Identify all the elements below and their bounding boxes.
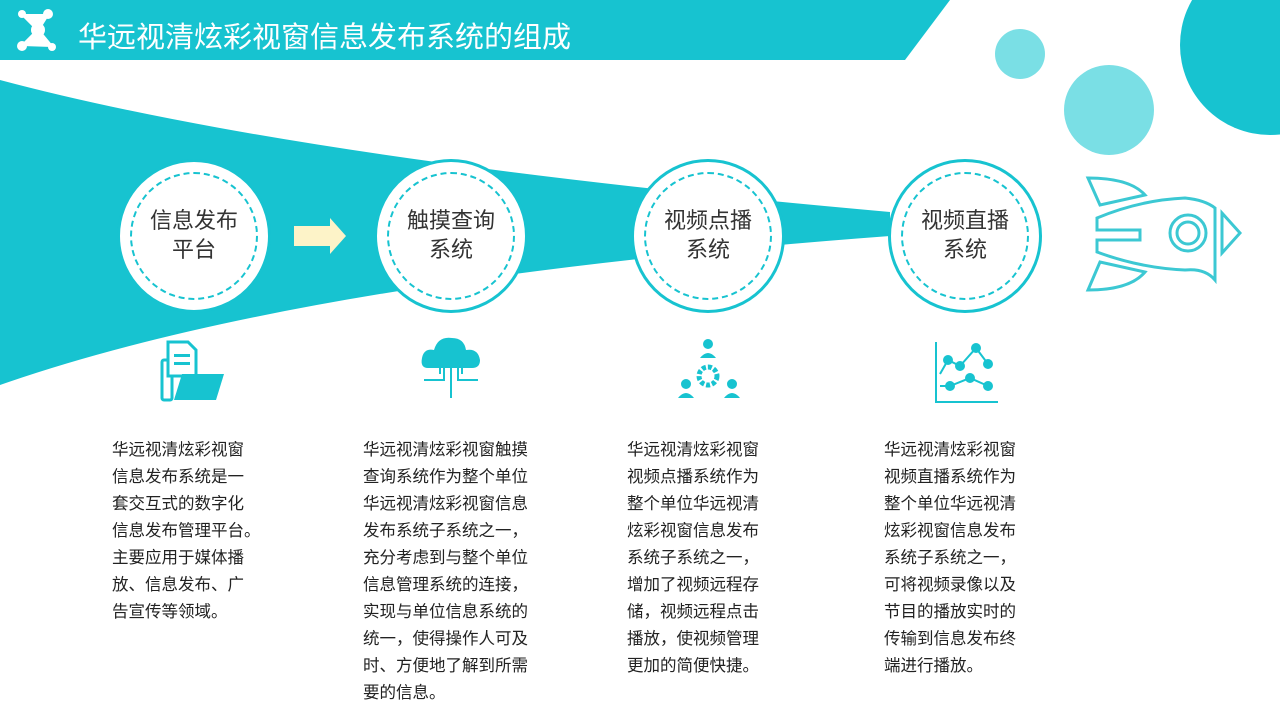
step-label: 信息发布 平台	[149, 209, 238, 263]
deco-circle-medium	[1064, 65, 1154, 155]
network-icon	[17, 9, 56, 51]
step-circle-1: 信息发布 平台	[117, 159, 271, 313]
folder-document-icon	[160, 340, 224, 402]
step-circle-2: 触摸查询 系统	[374, 159, 528, 313]
step-description-4: 华远视清炫彩视窗 视频直播系统作为 整个单位华远视清 炫彩视窗信息发布 系统子系…	[884, 440, 1016, 675]
step-description-3: 华远视清炫彩视窗 视频点播系统作为 整个单位华远视清 炫彩视窗信息发布 系统子系…	[627, 440, 759, 675]
step-description-2: 华远视清炫彩视窗触摸 查询系统作为整个单位 华远视清炫彩视窗信息 发布系统子系统…	[363, 440, 528, 702]
step-label: 触摸查询 系统	[406, 209, 495, 263]
header-bar	[0, 0, 950, 60]
line-chart-icon	[935, 342, 998, 403]
deco-circle-large	[1180, 0, 1280, 135]
step-label: 视频点播 系统	[663, 209, 752, 263]
rocket-icon	[1085, 176, 1243, 292]
step-circle-4: 视频直播 系统	[888, 159, 1042, 313]
team-gear-icon	[678, 339, 740, 398]
step-circle-3: 视频点播 系统	[631, 159, 785, 313]
cloud-network-icon	[421, 337, 480, 398]
arrow-right-icon	[294, 218, 346, 254]
page-title: 华远视清炫彩视窗信息发布系统的组成	[78, 20, 572, 54]
step-description-1: 华远视清炫彩视窗 信息发布系统是一 套交互式的数字化 信息发布管理平台。 主要应…	[112, 440, 261, 621]
deco-circle-small	[995, 29, 1045, 79]
step-label: 视频直播 系统	[920, 209, 1009, 263]
